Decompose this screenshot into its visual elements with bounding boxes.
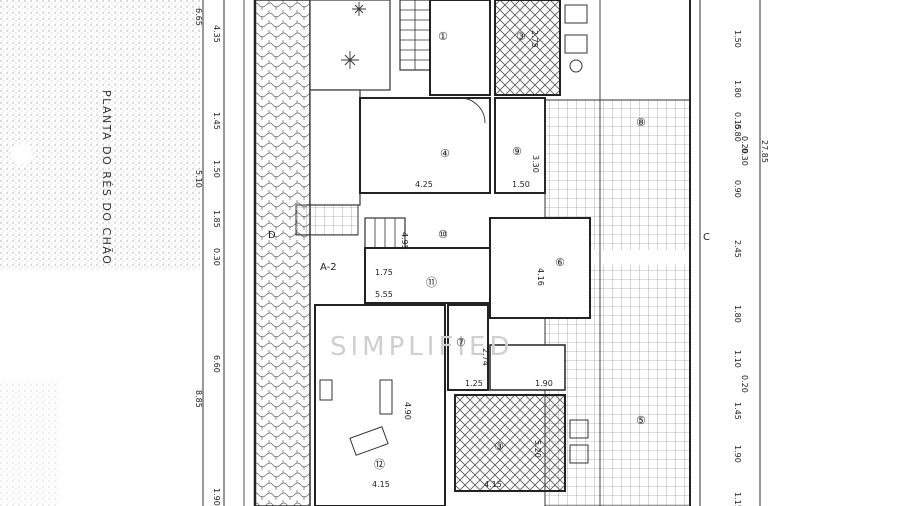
room-dimension: 4.95 [400,232,409,250]
section-mark: D [268,230,276,241]
left-dimension: 1.50 [212,160,221,178]
room-dimension: 1.75 [375,268,393,277]
left-dimension: 1.85 [212,210,221,228]
room-dimension: 2.75 [530,30,539,48]
room-number: ③ [494,440,504,453]
left-dimension: 8.85 [194,390,203,408]
room-number: ④ [440,147,450,160]
watermark: SIMPLIFIED [330,332,514,362]
stairs-middle [364,217,406,249]
section-mark: A-2 [320,262,337,273]
scan-noise-region-lower [0,380,60,506]
bathroom [447,304,489,391]
left-dimension: 6.60 [212,355,221,373]
door-arc [459,97,486,124]
room-dimension: 1.90 [535,379,553,388]
room-dimension: 1.50 [512,180,530,189]
right-dimension: 2.45 [733,240,742,258]
right-dimension: 1.15 [733,492,742,506]
bath-fixtures [489,344,566,391]
room-number: ⑪ [426,276,437,289]
right-dimension: 0.20 [740,136,749,154]
kitchen-bottom [454,394,566,492]
room-dimension: 5.20 [533,440,542,458]
room-number-labels: ① ③ ④ ⑧ ⑥ ⑨ ⑦ ⑩ ⑪ ⑫ ⑤ ③ [374,30,646,471]
left-dimension-labels: 6.65 4.35 1.45 5.10 1.50 1.85 0.30 8.85 6.60 1.90 [194,8,221,506]
terrace-strip [295,204,359,236]
left-dimension: 0.30 [212,248,221,266]
right-dimension: 0.80 [733,124,742,142]
room-number: ⑦ [456,336,466,349]
room-number: ⑧ [636,116,646,129]
room-dimension: 4.90 [403,402,412,420]
plant-icon [341,2,366,69]
left-dimension: 4.35 [212,25,221,43]
room-dimension: 3.30 [531,155,540,173]
left-dimension: 6.65 [194,8,203,26]
plan-title: PLANTA DO RÉS DO CHÃO [100,90,113,265]
room-number: ⑥ [555,256,565,269]
stairs-top [399,0,431,71]
room-1 [429,0,491,96]
right-dimension: 1.90 [733,445,742,463]
section-marks: A-2 D C [268,230,710,273]
room-dimension: 1.25 [465,379,483,388]
room-dimension: 2.74 [481,348,490,366]
appliance-icons-top [564,4,588,73]
section-mark: C [703,232,710,243]
right-dimension: 0.20 [740,375,749,393]
room-number: ⑩ [438,228,448,241]
right-dimension: 1.80 [733,80,742,98]
right-dimension-labels: 1.501.800.150.800.200.300.9027.852.451.8… [733,30,769,506]
room-dimension: 4.15 [372,480,390,489]
left-dimension: 1.90 [212,488,221,506]
stone-strip [254,0,311,506]
scan-blot [12,144,32,164]
room-number: ⑤ [636,414,646,427]
room-number: ① [438,30,448,43]
right-dimension: 1.45 [733,402,742,420]
kitchen-top [494,0,561,96]
sofa-icon [319,379,393,456]
room-dimension: 5.55 [375,290,393,299]
corridor [309,89,361,206]
right-dimension: 27.85 [760,140,769,163]
room-dimension: 4.25 [415,180,433,189]
left-dimension: 5.10 [194,170,203,188]
right-dimension: 1.80 [733,305,742,323]
scan-noise-region [0,0,200,270]
room-number: ⑫ [374,458,385,471]
room-number: ⑨ [512,145,522,158]
right-dimension: 0.90 [733,180,742,198]
room-6 [489,217,591,319]
room-dimension: 4.16 [536,268,545,286]
room-number: ③ [516,30,526,43]
room-dimension-labels: 4.25 1.503.30 1.75 5.55 4.16 2.74 1.25 1.90 4.90… [372,30,553,489]
right-dimension: 0.30 [740,148,749,166]
room-dimension: 4.15 [484,480,502,489]
appliance-icons-bottom [569,419,589,464]
right-dimension: 1.50 [733,30,742,48]
garden-area [309,0,391,91]
room-9 [494,97,546,194]
left-dimension: 1.45 [212,112,221,130]
right-dimension: 1.10 [733,350,742,368]
right-dimension: 0.15 [733,112,742,130]
room-8 [359,97,491,194]
